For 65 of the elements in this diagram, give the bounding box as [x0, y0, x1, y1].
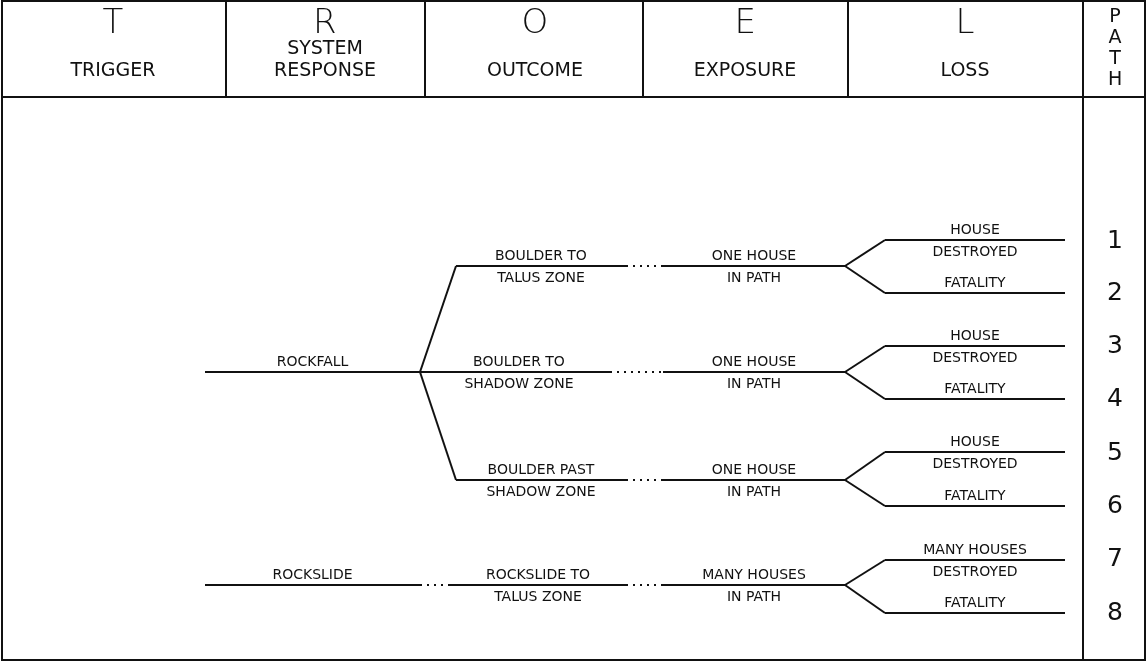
branch-text: TALUS ZONE: [497, 268, 585, 287]
branch-line: [844, 345, 886, 373]
branch-text: HOUSE: [950, 326, 1000, 345]
branch-text: ONE HOUSE: [711, 352, 797, 371]
branch-line: [844, 559, 886, 586]
branch-text: SHADOW ZONE: [464, 374, 574, 393]
branch-text: MANY HOUSES: [702, 565, 806, 584]
branch-text: FATALITY: [944, 273, 1006, 292]
column-heading: LOSS: [939, 58, 991, 80]
branch-text: IN PATH: [726, 268, 782, 287]
branch-text: ROCKSLIDE TO: [485, 565, 591, 584]
column-letter: E: [734, 3, 756, 39]
path-number: 2: [1107, 278, 1123, 306]
path-number: 7: [1107, 544, 1123, 572]
dotted-connector: [609, 371, 664, 373]
path-number: 6: [1107, 491, 1123, 519]
branch-line: [844, 451, 886, 481]
branch-text: IN PATH: [726, 374, 782, 393]
branch-text: DESTROYED: [932, 454, 1018, 473]
dotted-connector: [625, 584, 664, 586]
column-heading: EXPOSURE: [692, 58, 798, 80]
path-number: 8: [1107, 598, 1123, 626]
branch-text: DESTROYED: [932, 562, 1018, 581]
dotted-connector: [625, 265, 664, 267]
path-number: 1: [1107, 226, 1123, 254]
branch-text: ROCKFALL: [276, 352, 349, 371]
branch-text: BOULDER TO: [495, 246, 587, 265]
branch-text: MANY HOUSES: [923, 540, 1027, 559]
branch-text: ONE HOUSE: [711, 460, 797, 479]
branch-text: FATALITY: [944, 593, 1006, 612]
branch-text: HOUSE: [950, 220, 1000, 239]
column-letter: T: [102, 3, 124, 39]
dotted-connector: [625, 479, 664, 481]
branch-line: [419, 371, 457, 481]
branch-text: TALUS ZONE: [494, 587, 582, 606]
branch-text: SHADOW ZONE: [486, 482, 596, 501]
column-letter: L: [955, 3, 975, 39]
dotted-connector: [419, 584, 451, 586]
branch-text: IN PATH: [726, 587, 782, 606]
branch-text: HOUSE: [950, 432, 1000, 451]
column-heading: PATH: [1108, 5, 1122, 89]
branch-line: [844, 479, 886, 507]
branch-line: [844, 239, 886, 267]
column-letter: O: [521, 3, 549, 39]
column-heading: OUTCOME: [486, 58, 584, 80]
branch-text: DESTROYED: [932, 242, 1018, 261]
branch-line: [419, 371, 429, 373]
column-letter: R: [313, 3, 337, 39]
path-number: 4: [1107, 384, 1123, 412]
branch-text: IN PATH: [726, 482, 782, 501]
column-heading: TRIGGER: [69, 58, 157, 80]
branch-text: FATALITY: [944, 486, 1006, 505]
branch-line: [419, 265, 457, 373]
branch-text: ROCKSLIDE: [272, 565, 353, 584]
branch-text: FATALITY: [944, 379, 1006, 398]
path-number: 3: [1107, 331, 1123, 359]
branch-text: ONE HOUSE: [711, 246, 797, 265]
branch-line: [844, 265, 886, 294]
branch-text: BOULDER TO: [473, 352, 565, 371]
branch-line: [844, 371, 886, 400]
path-number: 5: [1107, 438, 1123, 466]
branch-line: [844, 584, 886, 614]
branch-text: DESTROYED: [932, 348, 1018, 367]
column-heading: SYSTEM RESPONSE: [273, 36, 377, 80]
branch-text: BOULDER PAST: [487, 460, 595, 479]
